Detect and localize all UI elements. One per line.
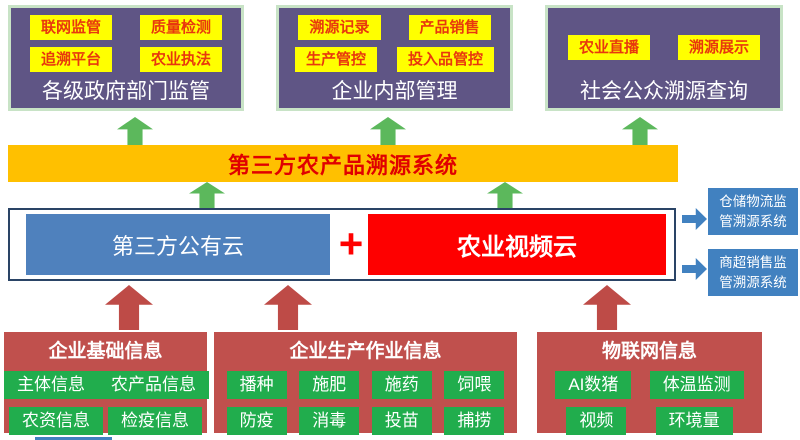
red-up-arrow-icon (583, 285, 631, 330)
public-cloud-label: 第三方公有云 (111, 233, 244, 259)
retail-system-box: 商超销售监 管溯源系统 (708, 249, 798, 296)
tag-row: 主体信息 农产品信息 (4, 371, 209, 399)
red-up-arrow-icon (264, 285, 312, 330)
top-box-enterprise: 溯源记录 产品销售 生产管控 投入品管控 企业内部管理 (276, 5, 513, 111)
green-tag: 农资信息 (9, 407, 103, 435)
tag-row: 农资信息 检疫信息 (4, 407, 207, 435)
plus-sign: + (338, 220, 364, 267)
yellow-tag: 农业执法 (140, 47, 223, 72)
tag-row: 播种 施肥 施药 饲喂 (214, 371, 517, 399)
green-tag: 捕捞 (444, 407, 505, 435)
tag-row: 溯源记录 产品销售 (279, 15, 510, 40)
green-tag: 防疫 (226, 407, 287, 435)
retail-system-line2: 管溯源系统 (719, 274, 787, 290)
red-up-arrow-icon (105, 285, 153, 330)
video-cloud-label: 农业视频云 (457, 234, 577, 261)
video-cloud-box: 农业视频云 (368, 214, 666, 275)
box-title: 企业内部管理 (331, 80, 458, 103)
system-title-bar: 第三方农产品溯源系统 (8, 145, 678, 182)
tag-row: 视频 环境量 (537, 407, 762, 435)
right-arrow-icon (682, 208, 707, 230)
tag-row: AI数猪 体温监测 (537, 371, 762, 399)
yellow-tag: 投入品管控 (397, 47, 495, 72)
tag-row: 防疫 消毒 投苗 捕捞 (214, 407, 517, 435)
bottom-box-iot-info: 物联网信息 AI数猪 体温监测 视频 环境量 (537, 332, 762, 435)
yellow-tag: 溯源记录 (298, 15, 381, 40)
yellow-tag: 溯源展示 (678, 35, 761, 60)
green-tag: 农产品信息 (98, 371, 209, 399)
public-cloud-box: 第三方公有云 (26, 214, 330, 275)
green-tag: 视频 (566, 407, 627, 435)
green-tag: 消毒 (299, 407, 360, 435)
yellow-tag: 质量检测 (140, 15, 223, 40)
box-title: 企业生产作业信息 (289, 341, 442, 362)
green-tag: 施肥 (299, 371, 360, 399)
bottom-box-basic-info: 企业基础信息 主体信息 农产品信息 农资信息 检疫信息 (4, 332, 209, 435)
system-title: 第三方农产品溯源系统 (227, 152, 458, 178)
tag-row: 联网监管 质量检测 (11, 15, 241, 40)
yellow-tag: 追溯平台 (29, 47, 112, 72)
green-tag: 饲喂 (444, 371, 505, 399)
green-tag: 主体信息 (4, 371, 98, 399)
box-title: 企业基础信息 (48, 341, 163, 362)
up-arrow-icon (622, 117, 658, 145)
warehouse-system-line2: 管溯源系统 (719, 213, 787, 229)
box-title: 物联网信息 (601, 341, 697, 362)
green-tag: 施药 (371, 371, 432, 399)
box-title: 社会公众溯源查询 (580, 80, 748, 103)
green-tag: AI数猪 (555, 371, 632, 399)
box-title: 各级政府部门监管 (42, 80, 210, 103)
green-tag: 播种 (226, 371, 287, 399)
green-tag: 体温监测 (649, 371, 744, 399)
up-arrow-icon (487, 182, 523, 208)
partial-bottom-bar (35, 437, 112, 440)
green-tag: 投苗 (371, 407, 432, 435)
tag-row: 追溯平台 农业执法 (11, 47, 241, 72)
up-arrow-icon (370, 117, 406, 145)
yellow-tag: 联网监管 (29, 15, 112, 40)
green-tag: 环境量 (655, 407, 733, 435)
tag-row: 生产管控 投入品管控 (279, 47, 510, 72)
retail-system-line1: 商超销售监 (719, 254, 787, 270)
tag-row: 农业直播 溯源展示 (548, 35, 780, 60)
yellow-tag: 产品销售 (408, 15, 491, 40)
up-arrow-icon (117, 117, 153, 145)
right-arrow-icon (682, 258, 707, 280)
green-tag: 检疫信息 (108, 407, 202, 435)
yellow-tag: 生产管控 (294, 47, 377, 72)
top-box-public: 农业直播 溯源展示 社会公众溯源查询 (545, 5, 783, 111)
yellow-tag: 农业直播 (567, 35, 650, 60)
top-box-government: 联网监管 质量检测 追溯平台 农业执法 各级政府部门监管 (8, 5, 244, 111)
warehouse-system-line1: 仓储物流监 (719, 193, 787, 209)
bottom-box-production-info: 企业生产作业信息 播种 施肥 施药 饲喂 防疫 消毒 投苗 捕捞 (214, 332, 517, 435)
warehouse-system-box: 仓储物流监 管溯源系统 (708, 188, 798, 235)
up-arrow-icon (189, 182, 225, 208)
